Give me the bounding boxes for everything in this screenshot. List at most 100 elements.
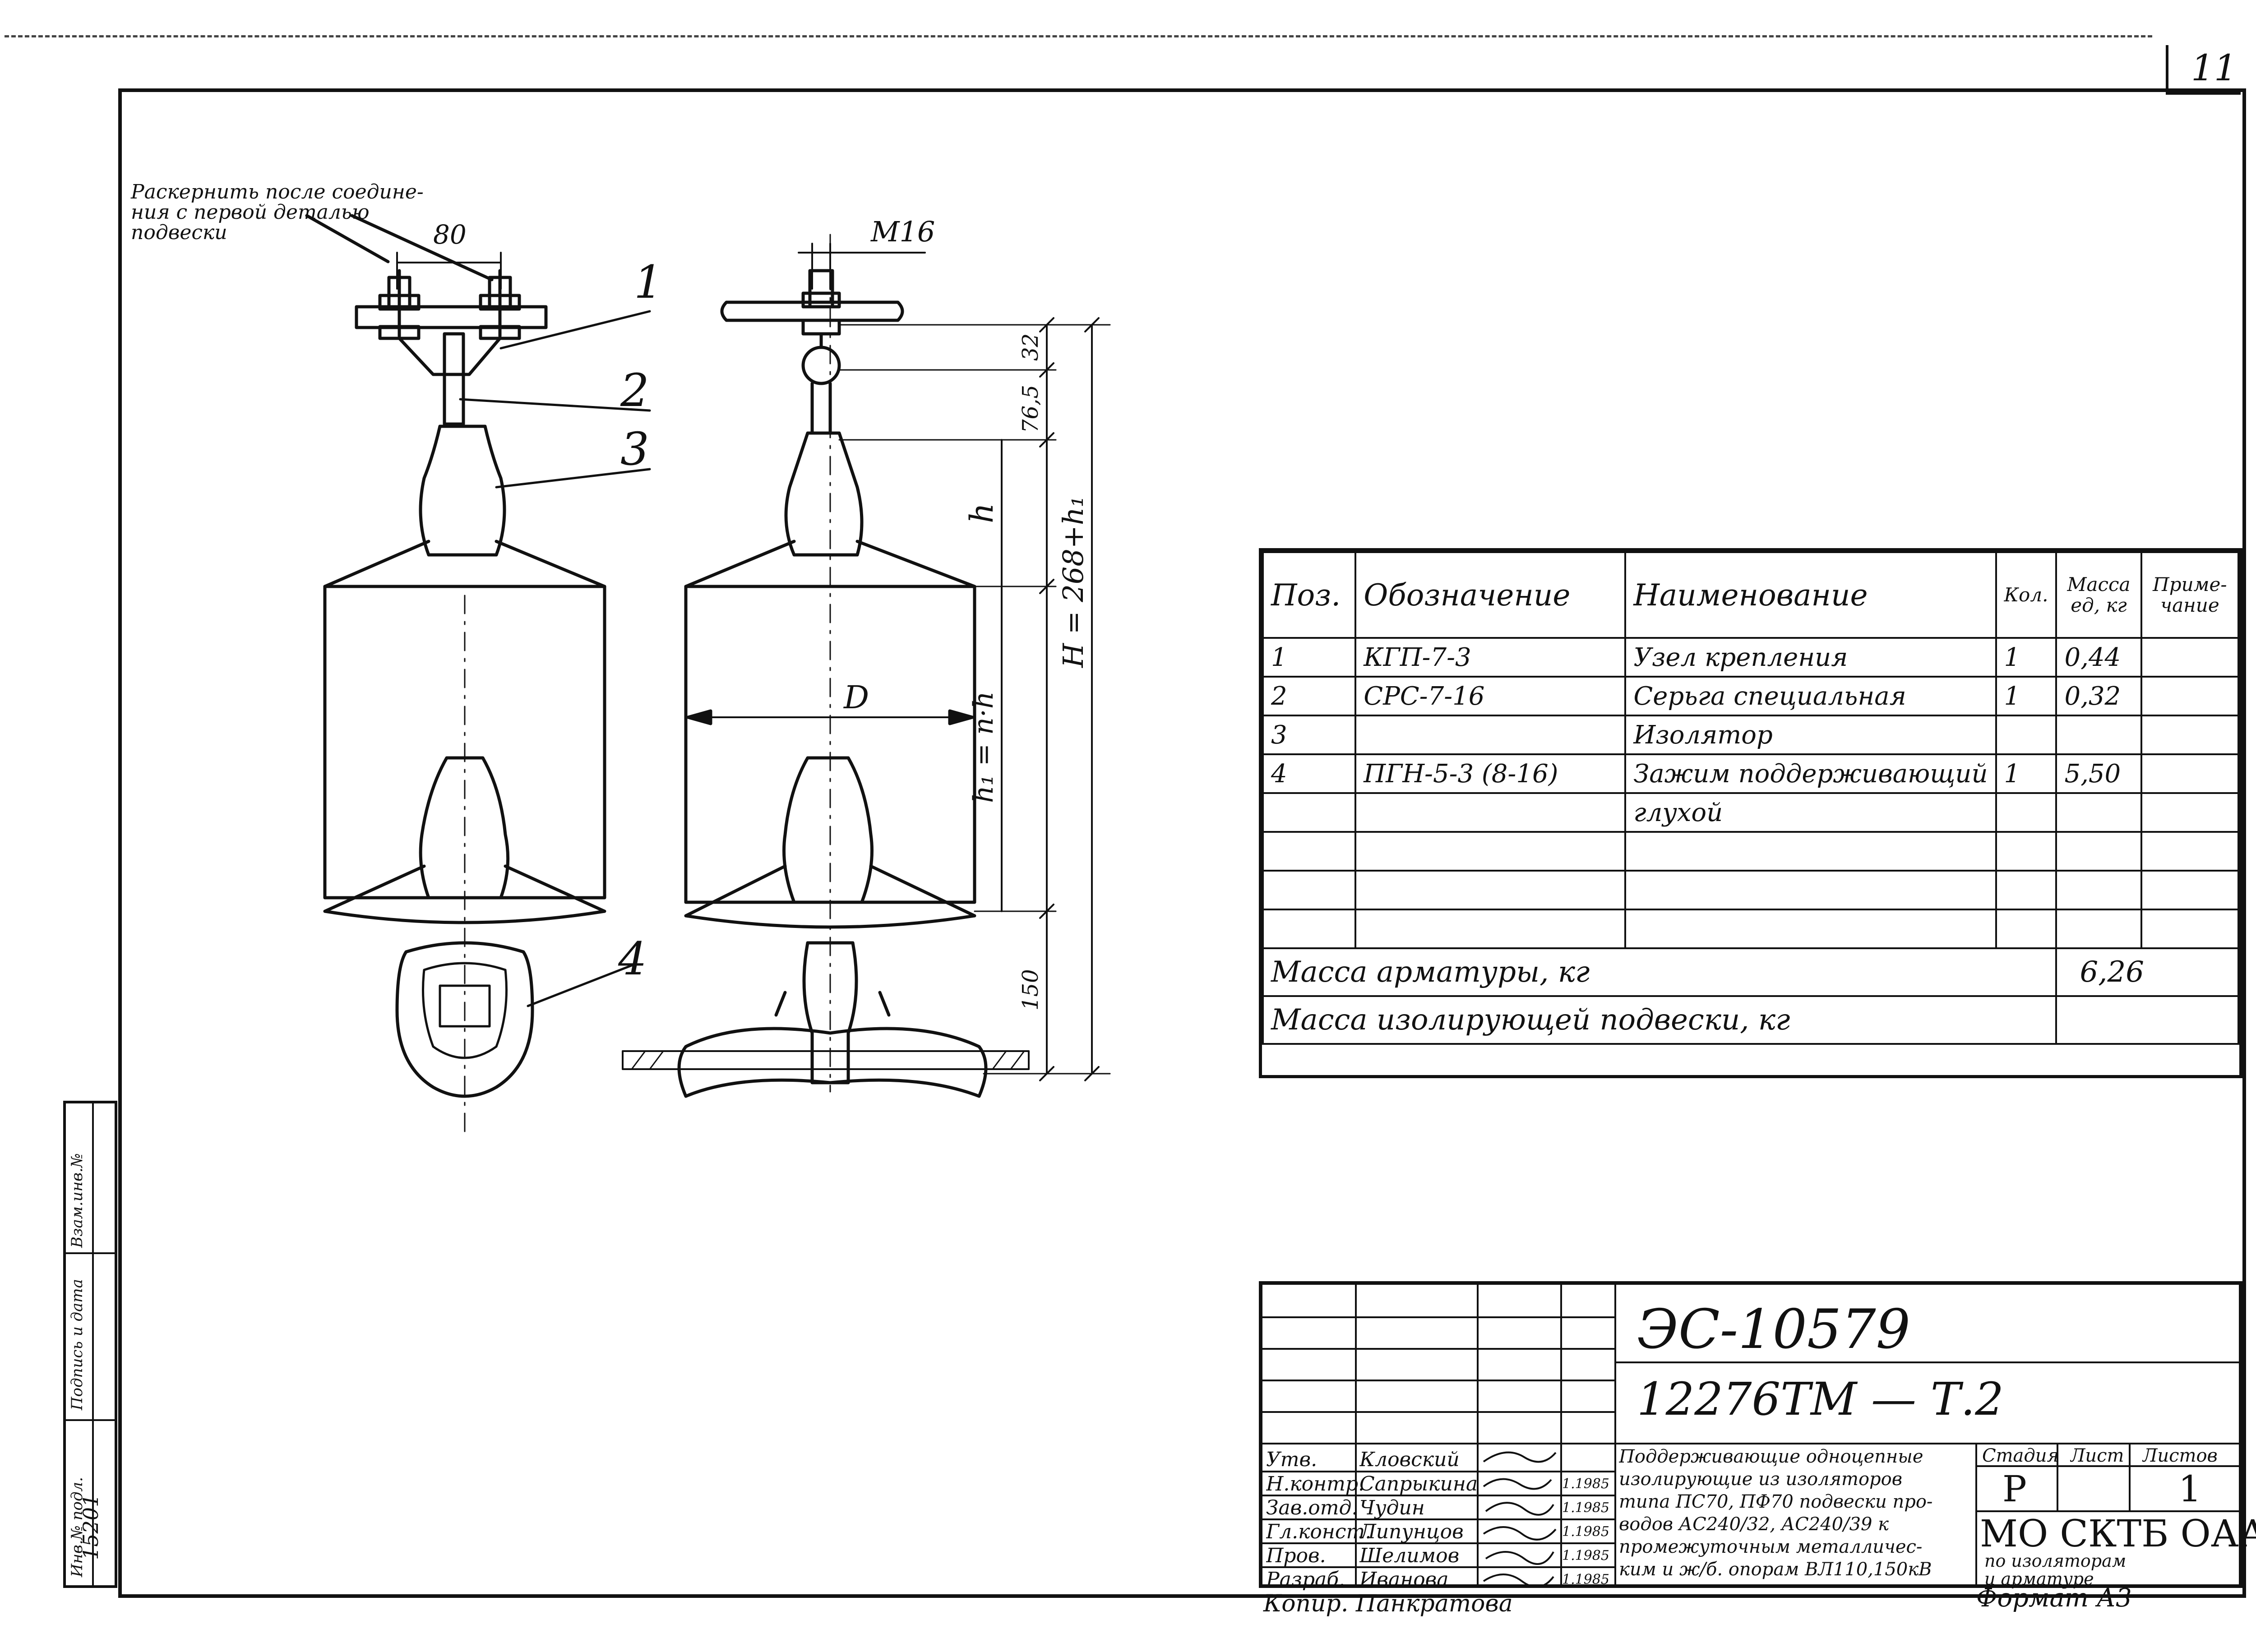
dim-d: D [843, 679, 869, 716]
sheets-value: 1 [2178, 1468, 2201, 1510]
description-line-2: изолирующие из изоляторов [1619, 1469, 1902, 1490]
cell-name: Изолятор [1624, 715, 1997, 755]
cell-qty [1995, 792, 2057, 833]
suspension-mass-row: Масса изолирующей подвески, кг [1262, 995, 2239, 1045]
cell-pos: 3 [1262, 715, 1357, 755]
role-chief-designer: Гл.конст. [1266, 1520, 1372, 1543]
note-line-2: ния с первой деталью [131, 201, 370, 224]
cell-name: Серьга специальная [1624, 676, 1997, 716]
callout-3: 3 [620, 423, 649, 475]
cell-pos: 4 [1262, 753, 1357, 794]
header-note: Приме- чание [2140, 551, 2240, 639]
cell-mass [2055, 715, 2142, 755]
role-approve: Утв. [1266, 1448, 1318, 1471]
description-line-4: водов АС240/32, АС240/39 к [1619, 1514, 1889, 1535]
signatures [1483, 1451, 1557, 1588]
name-checked: Шелимов [1359, 1544, 1460, 1567]
cell-designation [1355, 715, 1627, 755]
cell-note [2140, 753, 2240, 794]
callout-1: 1 [634, 256, 663, 309]
armature-mass-row: Масса арматуры, кг 6,26 [1262, 947, 2239, 997]
copied-by: Копир. Панкратова [1263, 1590, 1513, 1617]
cell-mass: 5,50 [2055, 753, 2142, 794]
note-line-1: Раскернить после соедине- [130, 180, 424, 203]
dim-h: h [963, 503, 1000, 523]
header-designation: Обозначение [1355, 551, 1627, 639]
table-row [1262, 831, 2240, 872]
name-approve: Кловский [1359, 1448, 1460, 1471]
note-line-3: подвески [131, 221, 227, 244]
name-head-dept: Чудин [1359, 1496, 1425, 1519]
header-qty: Кол. [1995, 551, 2057, 639]
specification-table: Поз. Обозначение Наименование Кол. Масса… [1259, 548, 2242, 1078]
dim-76-5: 76,5 [1018, 385, 1043, 433]
date-head-dept: 1.1985 [1562, 1500, 1609, 1516]
cell-designation: КГП-7-3 [1355, 637, 1627, 678]
side-stamp: Взам.инв.№ Подпись и дата Инв.№ подл. 15… [63, 1101, 117, 1588]
name-norm-control: Сапрыкина [1359, 1472, 1478, 1495]
date-checked: 1.1985 [1562, 1548, 1609, 1564]
cell-qty: 1 [1995, 753, 2057, 794]
cell-note [2140, 792, 2240, 833]
dim-h-total: H = 268+h₁ [1057, 496, 1090, 668]
header-name: Наименование [1624, 551, 1997, 639]
org-line-2: по изоляторам [1984, 1551, 2127, 1571]
date-developed: 1.1985 [1562, 1572, 1609, 1587]
cell-mass [2055, 909, 2142, 949]
date-norm-control: 1.1985 [1562, 1476, 1609, 1492]
cell-name [1624, 831, 1997, 872]
cell-qty [1995, 870, 2057, 910]
cell-pos [1262, 870, 1357, 910]
cell-note [2140, 831, 2240, 872]
callout-4: 4 [618, 932, 647, 985]
header-mass: Масса ед, кг [2055, 551, 2142, 639]
cell-note [2140, 676, 2240, 716]
format-label: Формат А3 [1976, 1583, 2132, 1613]
sheet-number-box: 11 [2166, 45, 2241, 95]
dim-80: 80 [433, 219, 467, 250]
role-norm-control: Н.контр. [1266, 1472, 1364, 1495]
insulator-drawing: Раскернить после соедине- ния с первой д… [130, 180, 1111, 1138]
org-line-3: и арматуре [1984, 1569, 2094, 1589]
stamp-inv-number: 15201 [79, 1494, 103, 1560]
sheets-label: Листов [2142, 1445, 2218, 1466]
mounting-plate-left [355, 305, 548, 329]
armature-mass-value: 6,26 [2055, 947, 2239, 997]
table-row: глухой [1262, 792, 2240, 833]
cell-pos: 2 [1262, 676, 1357, 716]
cell-pos [1262, 792, 1357, 833]
cell-note [2140, 715, 2240, 755]
cell-mass [2055, 870, 2142, 910]
cell-designation [1355, 909, 1627, 949]
description-line-6: ким и ж/б. опорам ВЛ110,150кВ [1619, 1559, 1932, 1580]
description-line-5: промежуточным металличес- [1619, 1537, 1923, 1557]
table-row: 4 ПГН-5-3 (8-16) Зажим поддерживающий 1 … [1262, 753, 2240, 794]
description-line-1: Поддерживающие одноцепные [1619, 1446, 1923, 1467]
suspension-mass-value [2055, 995, 2239, 1045]
role-head-dept: Зав.отд. [1266, 1496, 1358, 1519]
cell-note [2140, 909, 2240, 949]
stamp-label-replaced: Взам.инв.№ [68, 1153, 86, 1248]
sheet-label: Лист [2070, 1445, 2124, 1466]
cell-qty [1995, 831, 2057, 872]
cell-note [2140, 870, 2240, 910]
cell-name [1624, 909, 1997, 949]
table-row [1262, 870, 2240, 910]
cell-pos: 1 [1262, 637, 1357, 678]
cell-qty: 1 [1995, 676, 2057, 716]
top-dashed-line [5, 35, 2152, 37]
cell-qty: 1 [1995, 637, 2057, 678]
name-developed: Иванова [1359, 1568, 1449, 1591]
cell-qty [1995, 715, 2057, 755]
description-line-3: типа ПС70, ПФ70 подвески про- [1619, 1491, 1933, 1512]
cell-designation [1355, 870, 1627, 910]
cell-qty [1995, 909, 2057, 949]
cell-designation: СРС-7-16 [1355, 676, 1627, 716]
role-developed: Разраб. [1266, 1568, 1345, 1591]
cell-designation: ПГН-5-3 (8-16) [1355, 753, 1627, 794]
code-top: ЭС-10579 [1637, 1298, 1910, 1361]
cell-mass [2055, 831, 2142, 872]
stamp-label-signature: Подпись и дата [68, 1279, 86, 1410]
cell-designation [1355, 831, 1627, 872]
sheet-number: 11 [2191, 47, 2237, 89]
